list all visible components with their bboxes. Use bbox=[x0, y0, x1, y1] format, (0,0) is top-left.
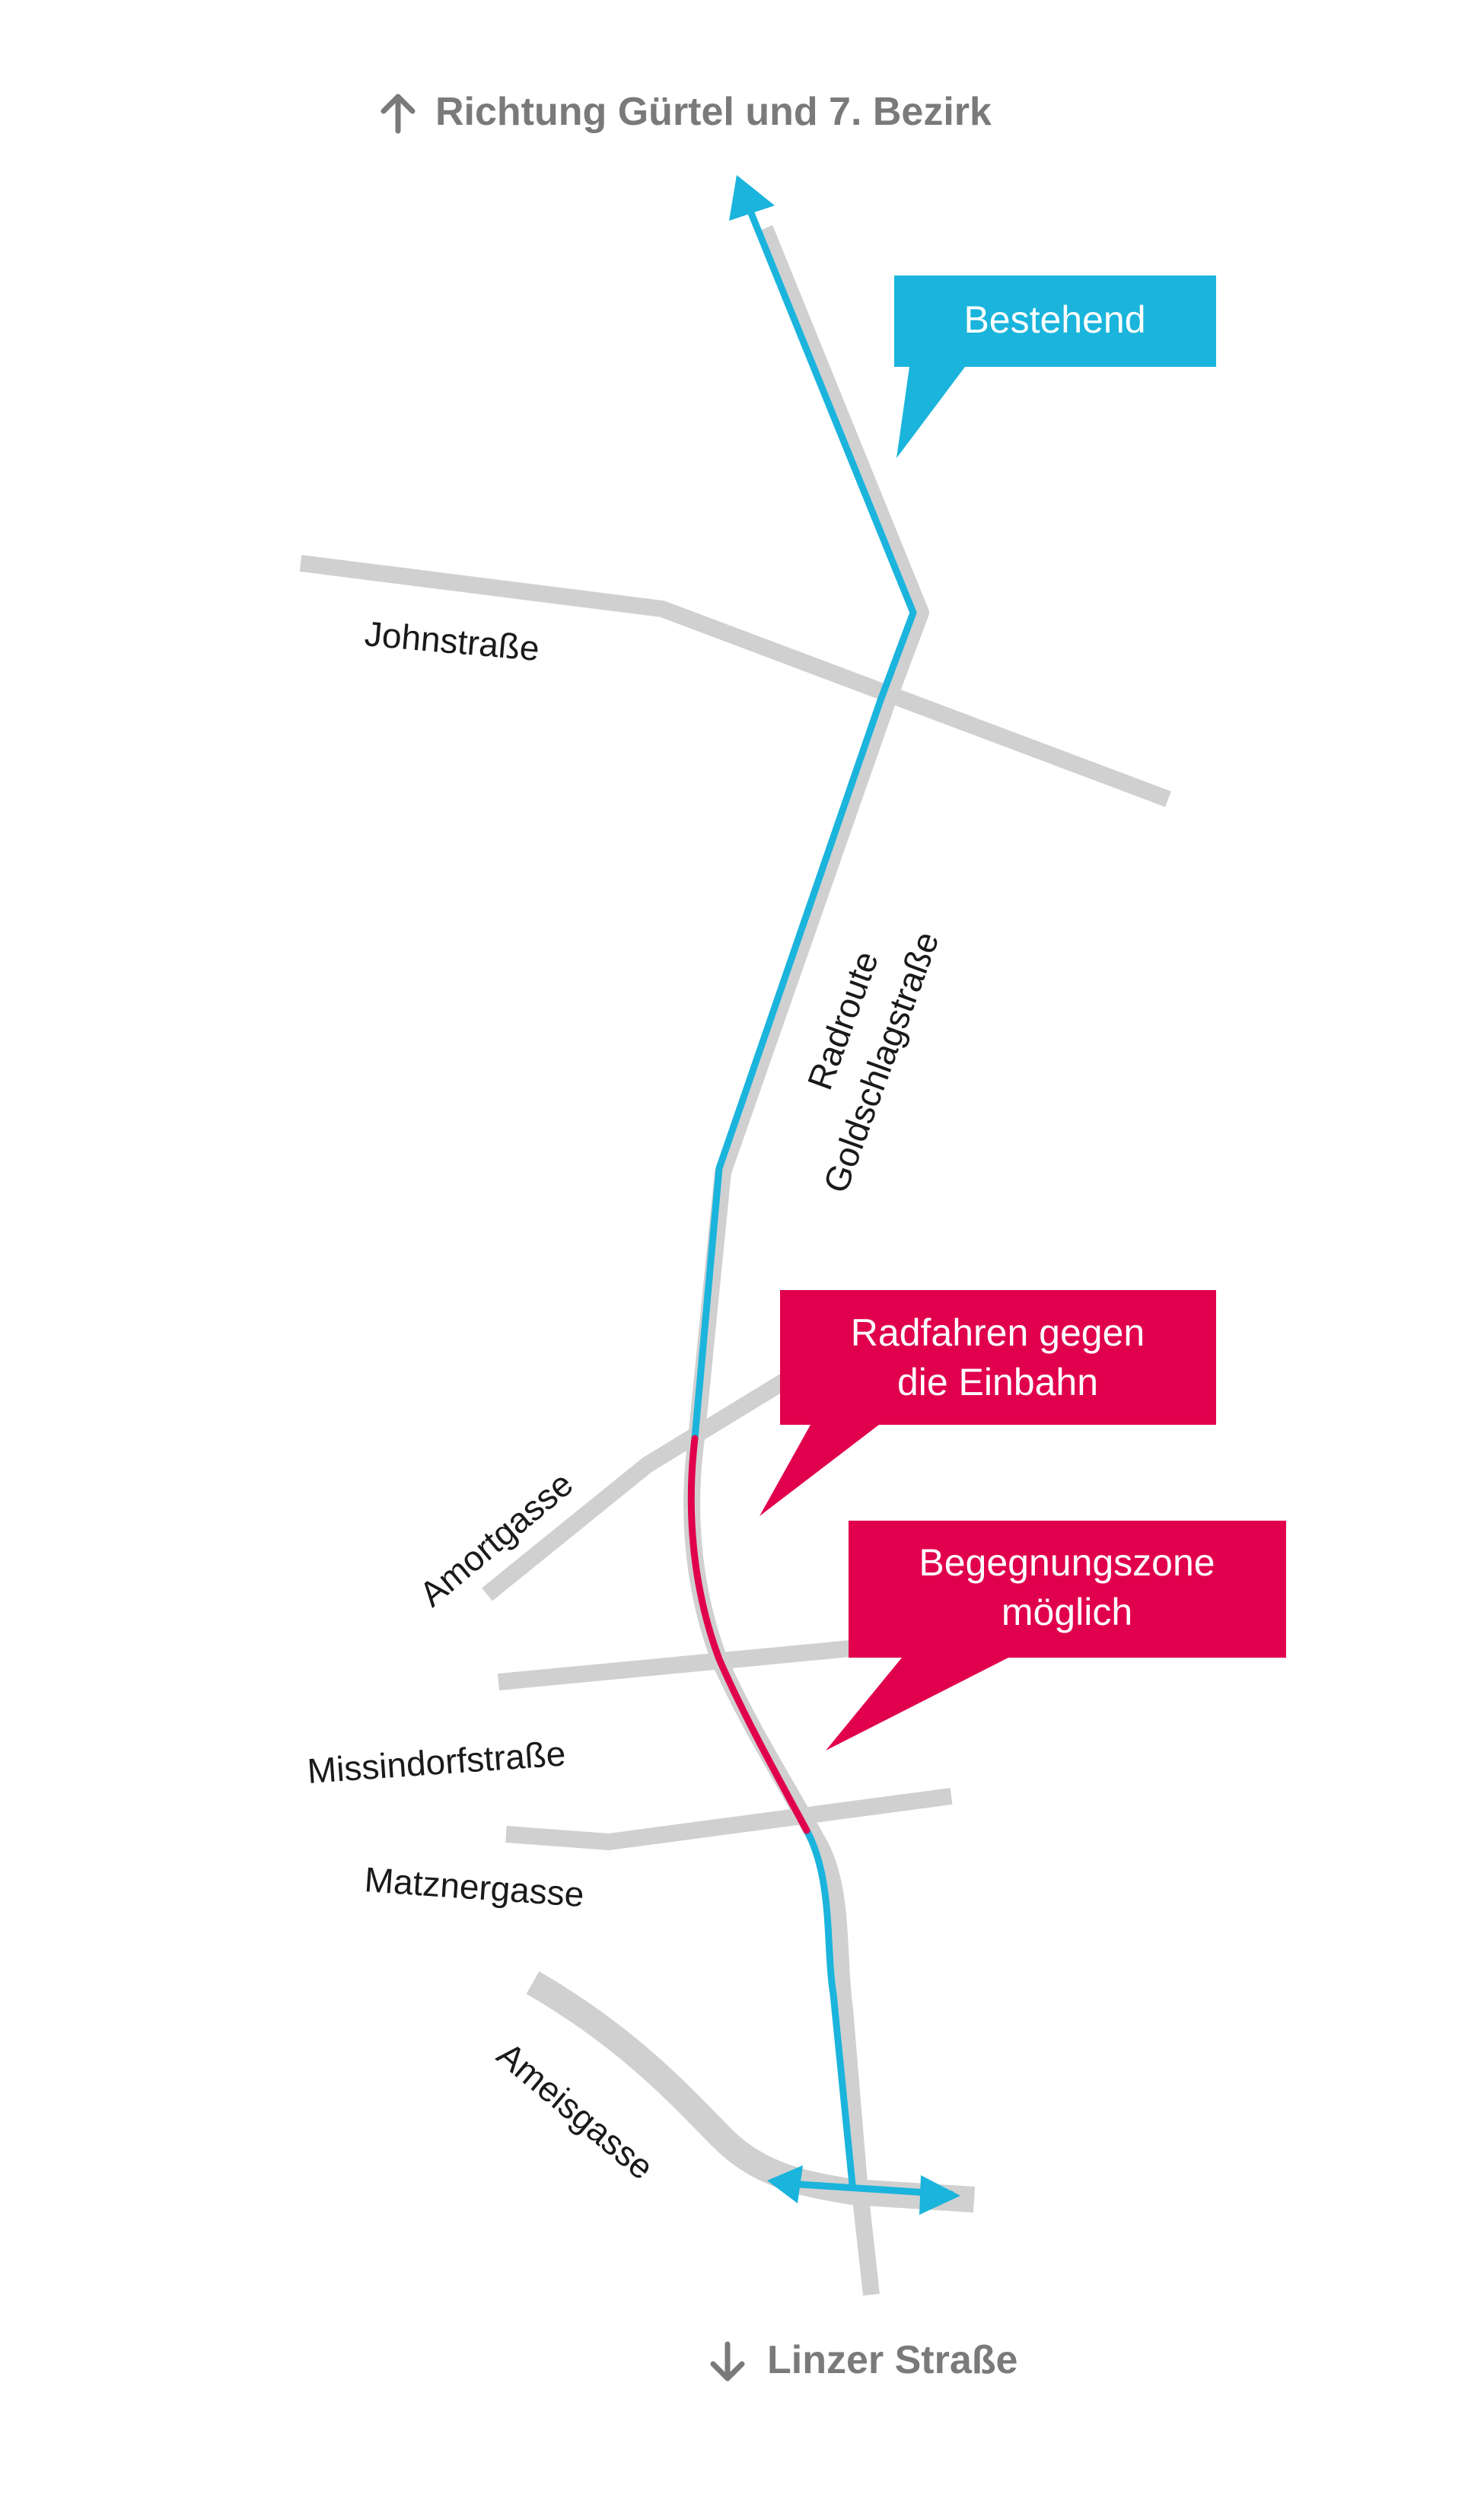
street-ameisgasse bbox=[526, 1971, 976, 2213]
callout-begegnungszone-line2: möglich bbox=[1002, 1591, 1132, 1633]
street-network bbox=[299, 225, 1171, 2296]
arrow-west-icon bbox=[767, 2165, 803, 2203]
arrow-down-icon bbox=[710, 2341, 745, 2381]
route-contraflow bbox=[687, 1435, 810, 1834]
street-matznergasse bbox=[505, 1788, 953, 1850]
route-existing bbox=[691, 205, 955, 2198]
arrow-north-icon bbox=[729, 175, 775, 221]
street-label-johnstrasse: Johnstraße bbox=[363, 613, 541, 668]
callout-gegen-einbahn-line1: Radfahren gegen bbox=[851, 1311, 1145, 1354]
street-label-missindorfstrasse: Missindorfstraße bbox=[306, 1733, 567, 1791]
direction-south-label: Linzer Straße bbox=[767, 2338, 1017, 2382]
direction-north: Richtung Gürtel und 7. Bezirk bbox=[381, 90, 992, 134]
street-johnstrasse bbox=[299, 555, 1171, 808]
callout-begegnungszone: Begegnungszone möglich bbox=[826, 1521, 1286, 1751]
arrow-up-icon bbox=[381, 94, 416, 134]
street-missindorfstrasse bbox=[497, 1636, 900, 1690]
direction-north-label: Richtung Gürtel und 7. Bezirk bbox=[435, 90, 992, 134]
route-existing-north bbox=[691, 205, 917, 1442]
callout-bestehend-text: Bestehend bbox=[963, 298, 1145, 341]
route-existing-south bbox=[803, 1827, 856, 2188]
street-label-matznergasse: Matznergasse bbox=[363, 1859, 585, 1914]
callout-begegnungszone-line1: Begegnungszone bbox=[919, 1541, 1215, 1584]
street-amortgasse bbox=[482, 1374, 788, 1601]
direction-south: Linzer Straße bbox=[710, 2338, 1017, 2382]
callout-gegen-einbahn-line2: die Einbahn bbox=[897, 1361, 1098, 1403]
arrow-east-icon bbox=[919, 2175, 960, 2215]
callout-gegen-einbahn: Radfahren gegen die Einbahn bbox=[760, 1290, 1216, 1516]
callout-bestehend: Bestehend bbox=[894, 276, 1216, 458]
